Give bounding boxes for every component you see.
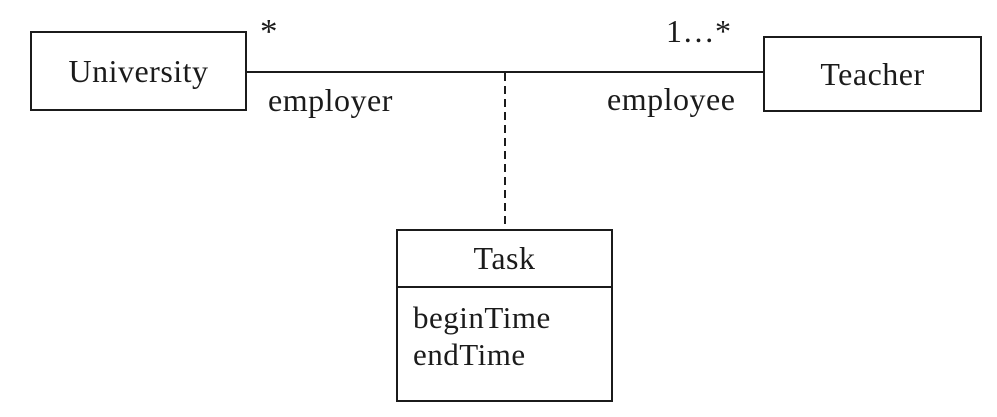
association-line <box>247 71 763 73</box>
class-box-teacher: Teacher <box>763 36 982 112</box>
task-name-compartment: Task <box>398 231 611 288</box>
multiplicity-university: * <box>260 12 278 51</box>
task-attributes-compartment: beginTime endTime <box>398 288 611 373</box>
role-label-employee: employee <box>607 81 736 117</box>
class-name-teacher: Teacher <box>820 55 925 92</box>
class-name-task: Task <box>473 240 536 276</box>
attribute-begin-time: beginTime <box>413 300 551 335</box>
attribute-end-time: endTime <box>413 337 526 372</box>
class-name-university: University <box>68 52 209 89</box>
multiplicity-teacher: 1…* <box>666 13 732 49</box>
class-box-task: Task beginTime endTime <box>396 229 613 402</box>
association-class-dashed-connector <box>504 73 506 229</box>
role-label-employer: employer <box>268 82 393 118</box>
class-box-university: University <box>30 31 247 111</box>
